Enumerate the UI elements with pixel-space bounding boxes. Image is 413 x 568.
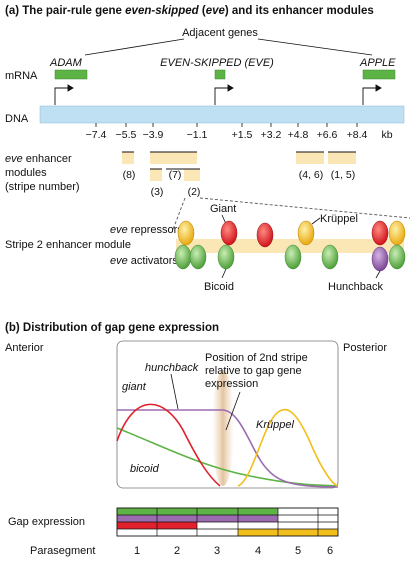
pos-label: +4.8 (288, 129, 309, 141)
pos-label: −5.5 (116, 129, 137, 141)
stripe-label-1-5: (1, 5) (331, 169, 356, 181)
apple-promoter-arrow (362, 84, 382, 105)
gene-eve-label: EVEN-SKIPPED (EVE) (160, 57, 274, 69)
stripe-label-2: (2) (188, 186, 201, 198)
adjacent-line-right (257, 38, 373, 56)
kruppel-factor (388, 220, 406, 246)
gap-expression-label: Gap expression (8, 516, 85, 528)
kruppel-curve-label: Krüppel (256, 419, 294, 431)
stripe2-position (212, 370, 234, 486)
anterior-label: Anterior (5, 342, 44, 354)
stripe-label-3: (3) (151, 186, 164, 198)
giant-curve-label: giant (122, 381, 147, 393)
parasegment-number: 6 (327, 545, 333, 557)
parasegment-label: Parasegment (30, 545, 95, 557)
pos-label: −3.9 (143, 129, 164, 141)
adam-mrna-bar (54, 69, 88, 80)
dna-ticks (95, 123, 358, 127)
panel-a-title: (a) The pair-rule gene even-skipped (eve… (5, 5, 374, 17)
eve-mrna-bar (214, 69, 226, 80)
bicoid-factor (189, 244, 207, 270)
stripe-label-7: (7) (169, 169, 182, 181)
hunchback-factor (371, 246, 389, 272)
stripe-note-line2: relative to gap gene (205, 365, 302, 377)
panel-b-title: (b) Distribution of gap gene expression (5, 322, 219, 334)
hunchback-curve-label: hunchback (145, 362, 199, 374)
pos-label: −1.1 (187, 129, 208, 141)
parasegment-number: 5 (295, 545, 301, 557)
parasegment-number: 2 (174, 545, 180, 557)
posterior-label: Posterior (343, 342, 387, 354)
bicoid-label: Bicoid (204, 281, 234, 293)
kb-label: kb (381, 129, 392, 141)
enhancer-1-5 (328, 152, 356, 164)
gene-apple-label: APPLE (359, 57, 396, 69)
kruppel-factor (297, 220, 315, 246)
enhancer-label-line2: modules (5, 167, 47, 179)
pos-label: +6.6 (317, 129, 338, 141)
adjacent-genes-label: Adjacent genes (182, 27, 258, 39)
enhancer-4-6 (296, 152, 324, 164)
gap-hunchback-row (117, 515, 278, 522)
gap-expression-table (116, 507, 339, 537)
stripe-label-8: (8) (123, 169, 136, 181)
module-label: Stripe 2 enhancer module (5, 239, 131, 251)
bicoid-factor (284, 244, 302, 270)
giant-factor (220, 220, 238, 246)
kruppel-factor (177, 220, 195, 246)
dna-position-labels: −7.4 −5.5 −3.9 −1.1 +1.5 +3.2 +4.8 +6.6 … (86, 129, 393, 141)
bicoid-curve-label: bicoid (130, 463, 160, 475)
mrna-label: mRNA (5, 70, 38, 82)
pos-label: +3.2 (261, 129, 282, 141)
eve-promoter-arrow (214, 84, 234, 105)
pos-label: +1.5 (232, 129, 253, 141)
repressors-label: eve repressors: (110, 224, 186, 236)
gap-bicoid-row (117, 508, 278, 515)
stripe-note-line3: expression (205, 378, 258, 390)
dna-label: DNA (5, 113, 29, 125)
stripe-note-pointer (225, 391, 241, 431)
parasegment-number: 3 (214, 545, 220, 557)
bicoid-factor (217, 244, 235, 270)
gap-kruppel-row (238, 529, 338, 536)
parasegment-number: 4 (255, 545, 261, 557)
bicoid-curve (116, 427, 339, 487)
hunchback-curve (117, 409, 339, 488)
kruppel-curve (237, 408, 339, 487)
giant-curve (116, 403, 221, 487)
stripe-label-4-6: (4, 6) (299, 169, 324, 181)
zoom-line-left (171, 197, 186, 233)
enhancer-label-line1: eve enhancer (5, 153, 72, 165)
hunchback-label: Hunchback (328, 281, 384, 293)
activator-factors (174, 244, 406, 272)
repressor-factors (177, 220, 406, 248)
apple-mrna-bar (362, 69, 396, 80)
bicoid-factor (321, 244, 339, 270)
parasegment-number: 1 (134, 545, 140, 557)
enhancer-7 (150, 152, 197, 164)
bicoid-factor (174, 244, 192, 270)
zoom-line-right (199, 197, 411, 219)
enhancer-modules (122, 151, 356, 181)
kruppel-label: Krüppel (320, 213, 358, 225)
dna-bar (39, 105, 405, 124)
gene-adam-label: ADAM (49, 57, 83, 69)
pos-label: −7.4 (86, 129, 107, 141)
giant-factor (256, 222, 274, 248)
enhancer-label-line3: (stripe number) (5, 181, 80, 193)
adjacent-line-left (84, 38, 185, 56)
enhancer-3 (150, 169, 162, 181)
activators-label: eve activators: (110, 255, 181, 267)
stripe-note-line1: Position of 2nd stripe (205, 352, 308, 364)
pos-label: +8.4 (347, 129, 368, 141)
enhancer-8 (122, 152, 134, 164)
giant-label: Giant (210, 203, 236, 215)
bicoid-factor (388, 244, 406, 270)
adam-promoter-arrow (54, 84, 74, 105)
giant-factor (371, 220, 389, 246)
enhancer-2 (184, 169, 200, 181)
